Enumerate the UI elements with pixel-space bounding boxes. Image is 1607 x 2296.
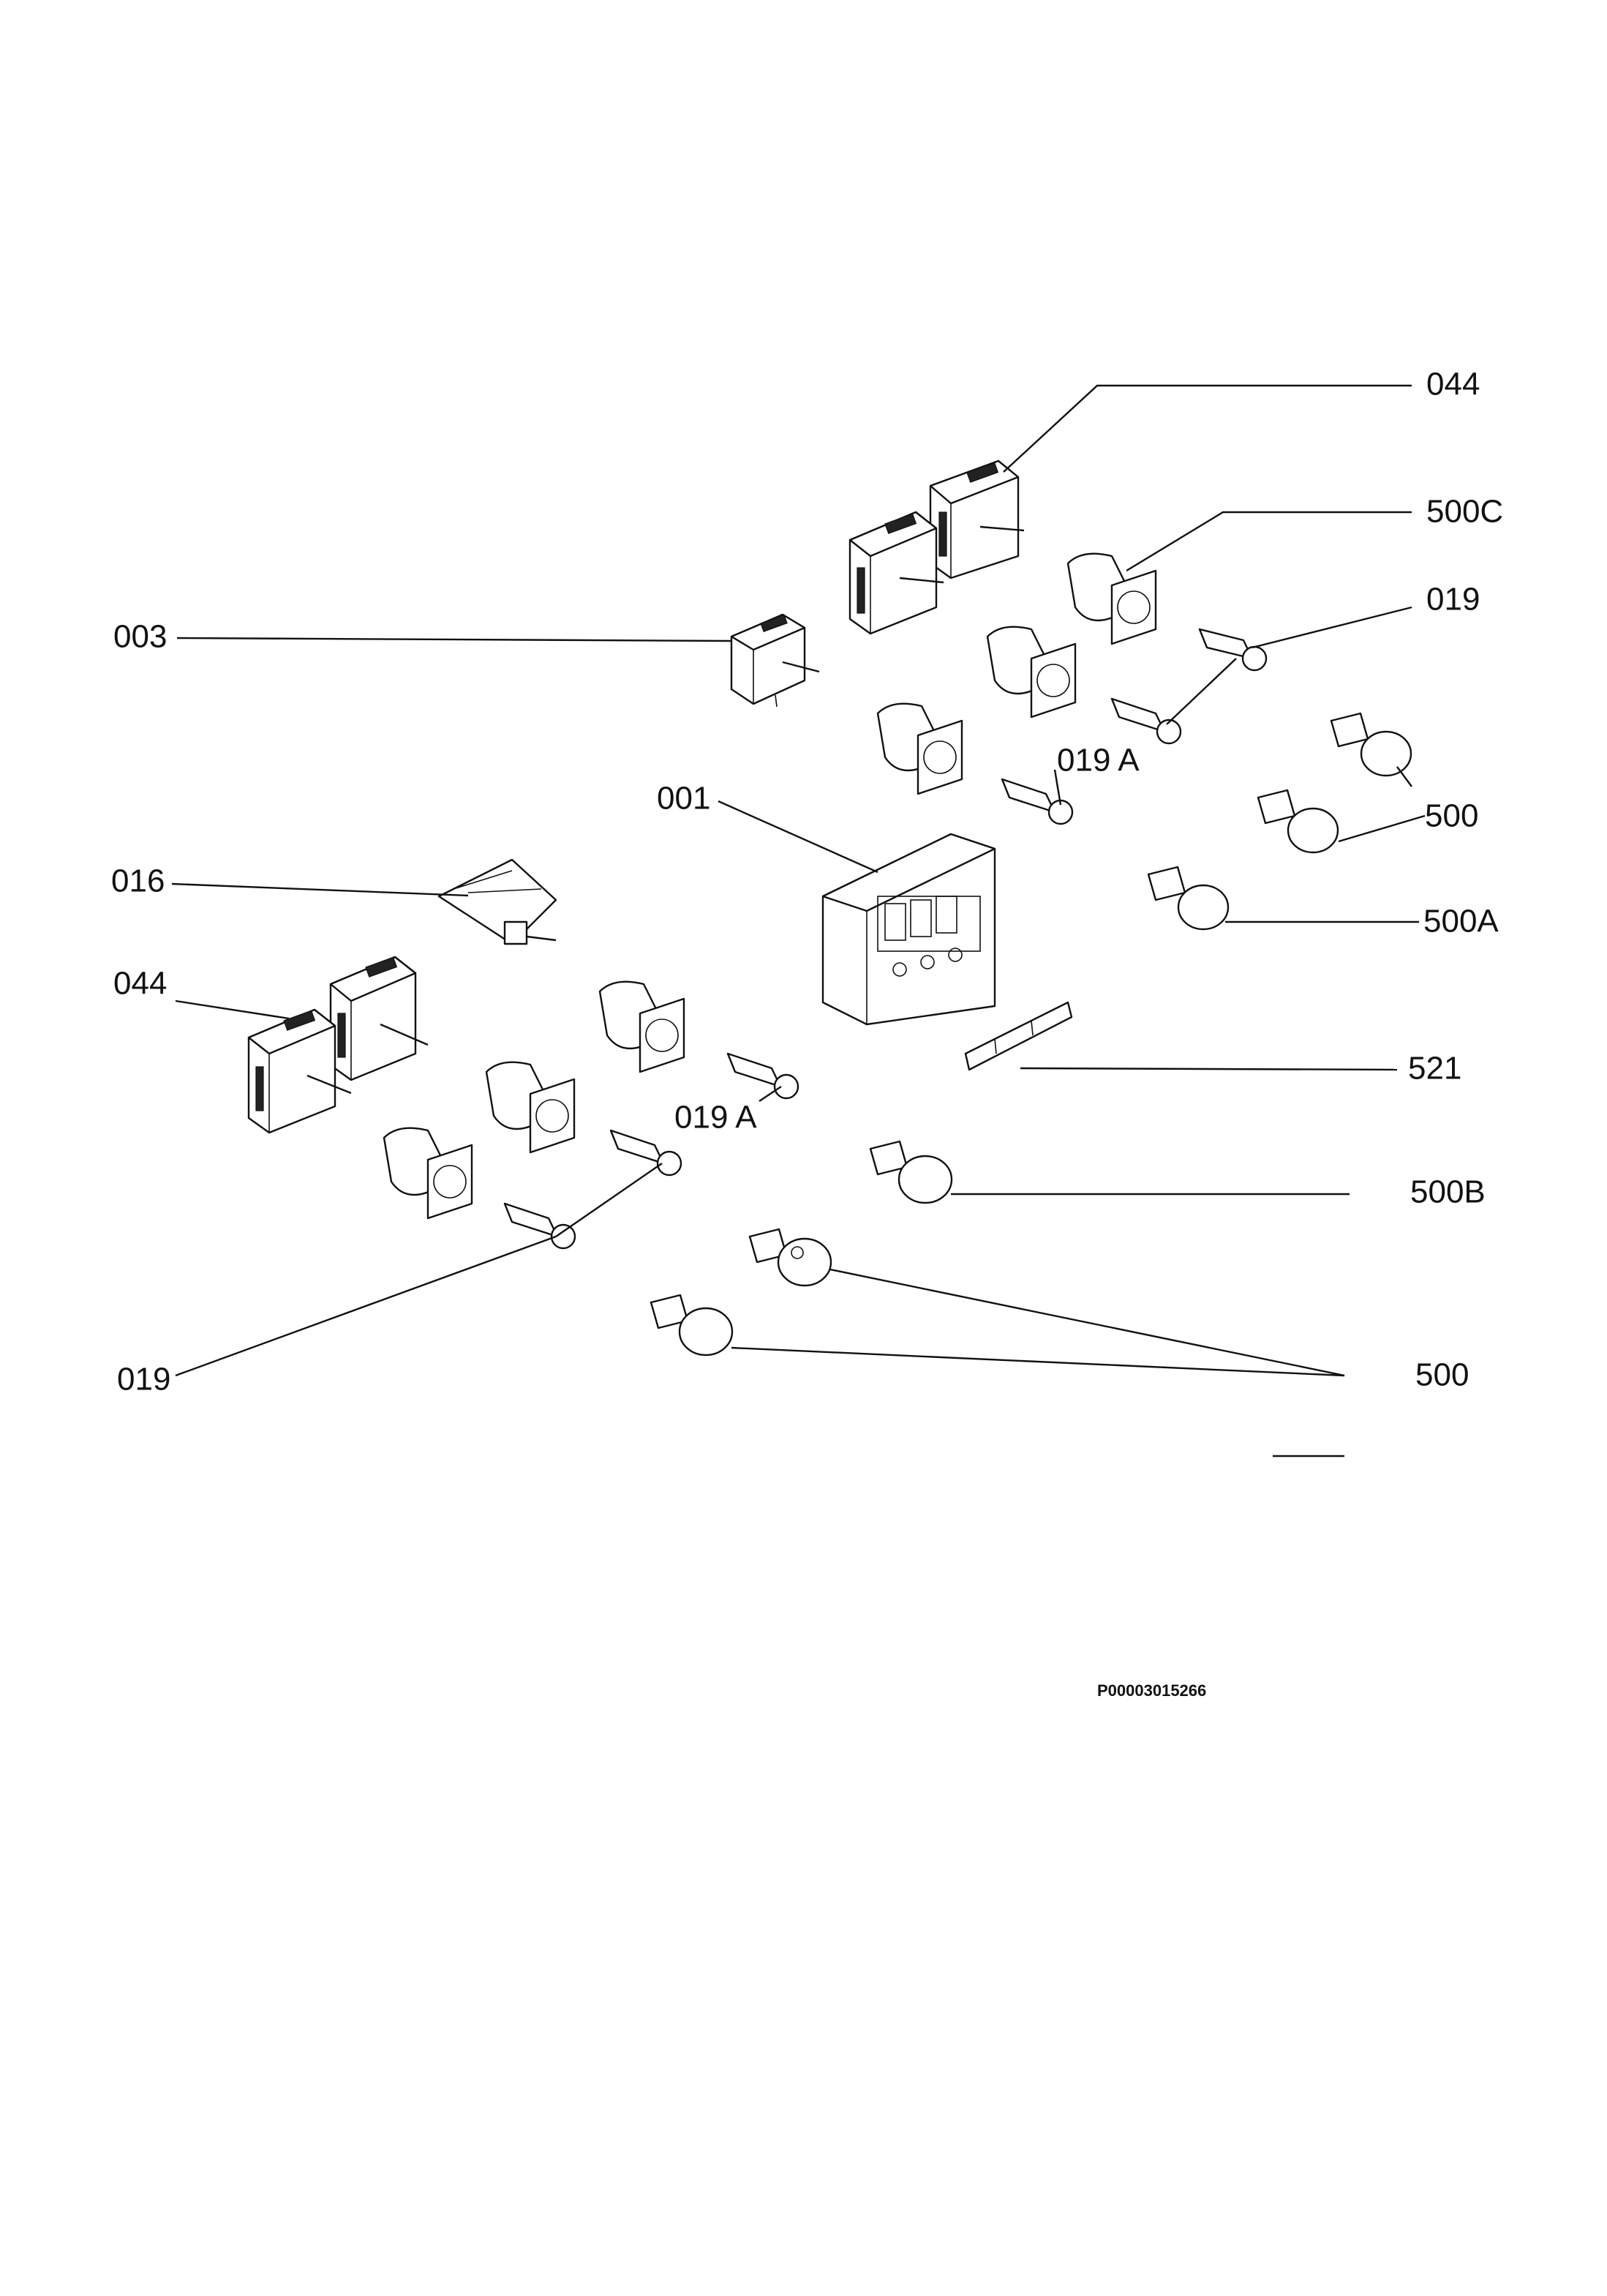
indicator-strip-521: [964, 1001, 1073, 1071]
selector-switch-016: [437, 858, 557, 945]
knob-bushing-left-bottom: [383, 1127, 473, 1220]
energy-regulator-044-left-front: [247, 1008, 352, 1134]
label-500C: 500C: [1426, 494, 1503, 530]
label-500B: 500B: [1410, 1174, 1486, 1210]
control-knob-500-bottom-b: [650, 1294, 734, 1357]
timer-module-001: [821, 833, 996, 1026]
label-001: 001: [657, 781, 710, 817]
label-521: 521: [1408, 1051, 1461, 1087]
knob-bushing-top-left: [876, 702, 963, 795]
knob-bushing-500C: [1066, 552, 1157, 645]
lamp-holder-019A-top: [1001, 778, 1074, 825]
label-019A-bottom: 019 A: [674, 1100, 757, 1136]
leader-lines: [171, 384, 1426, 1457]
label-016: 016: [111, 863, 165, 899]
label-500-bottom: 500: [1415, 1357, 1469, 1393]
control-knob-500-bottom-a: [748, 1228, 832, 1287]
label-003: 003: [113, 619, 167, 655]
energy-regulator-044-top-back: [929, 459, 1025, 579]
label-500A: 500A: [1423, 904, 1499, 939]
energy-regulator-044-top-front: [848, 511, 944, 635]
label-019A-top: 019 A: [1057, 743, 1140, 779]
lamp-holder-019-top-a: [1198, 628, 1268, 672]
lamp-holder-019-top-b: [1110, 697, 1182, 745]
control-knob-500B: [869, 1140, 953, 1204]
regulator-003: [730, 613, 820, 708]
lamp-holder-019-bottom-a: [609, 1129, 682, 1177]
control-knob-500A: [1147, 866, 1230, 931]
knob-bushing-left-middle: [485, 1061, 576, 1154]
label-019-top: 019: [1426, 582, 1480, 618]
reference-code: P00003015266: [1097, 1681, 1206, 1700]
knob-bushing-left-top: [598, 980, 685, 1073]
energy-regulator-044-left-back: [329, 956, 429, 1081]
lamp-holder-019A-bottom: [726, 1052, 799, 1100]
control-knob-500-top-b: [1257, 789, 1339, 854]
label-500-top: 500: [1425, 798, 1478, 834]
knob-bushing-top-middle: [986, 626, 1077, 719]
control-knob-500-top-a: [1330, 712, 1412, 777]
label-044-left: 044: [113, 966, 167, 1002]
label-019-bottom: 019: [117, 1362, 170, 1398]
label-044-top: 044: [1426, 367, 1480, 402]
